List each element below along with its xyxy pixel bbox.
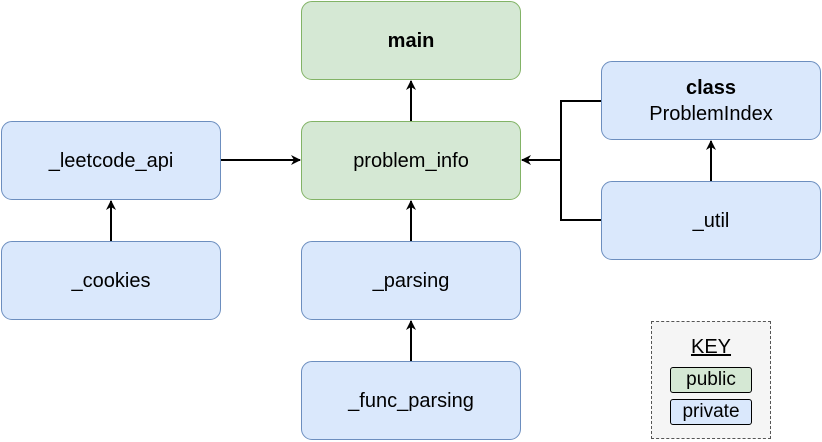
node-problem-info-label: problem_info: [353, 149, 469, 172]
legend-public-swatch: public: [670, 366, 752, 393]
node-util-label: _util: [692, 209, 730, 232]
legend-key: KEY public private: [651, 321, 771, 439]
node-parsing-label: _parsing: [372, 269, 450, 292]
edge-util-to-problem-info: [560, 160, 601, 221]
node-func-parsing: _func_parsing: [301, 361, 521, 440]
node-problem-index-label: ProblemIndex: [649, 102, 773, 125]
legend-title: KEY: [690, 335, 732, 358]
node-cookies-label: _cookies: [71, 269, 151, 292]
node-leetcode-api-label: _leetcode_api: [48, 149, 174, 172]
node-func-parsing-label: _func_parsing: [348, 389, 474, 412]
node-problem-index-keyword: class: [685, 76, 737, 99]
node-cookies: _cookies: [1, 241, 221, 320]
edge-problem-index-to-problem-info: [521, 100, 601, 165]
node-util: _util: [601, 181, 821, 260]
node-parsing: _parsing: [301, 241, 521, 320]
node-main-label: main: [387, 29, 435, 52]
node-problem-index: class ProblemIndex: [601, 61, 821, 140]
legend-private-swatch: private: [670, 398, 752, 425]
node-problem-info: problem_info: [301, 121, 521, 200]
node-main: main: [301, 1, 521, 80]
node-leetcode-api: _leetcode_api: [1, 121, 221, 200]
